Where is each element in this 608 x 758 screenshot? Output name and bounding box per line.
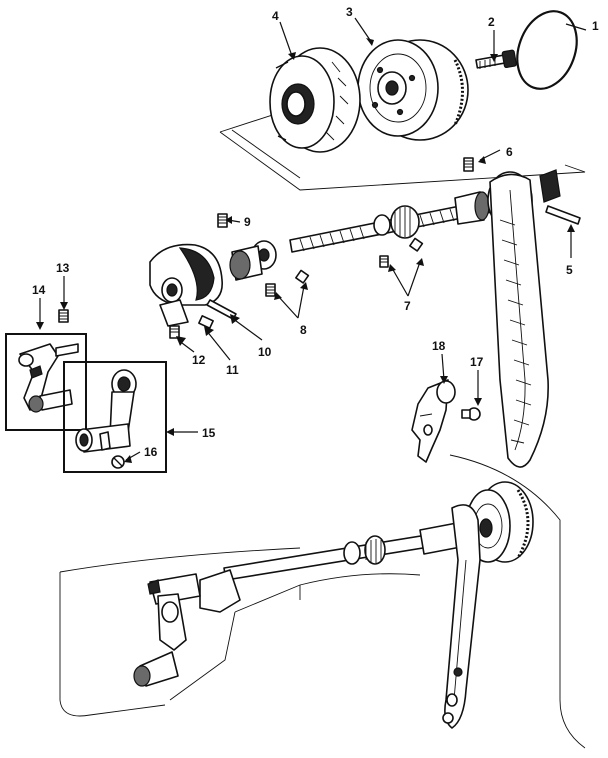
- callout-8: 8: [300, 323, 307, 337]
- callout-4: 4: [272, 9, 279, 23]
- set-screw-11: [198, 315, 214, 329]
- callout-16: 16: [144, 445, 158, 459]
- callout-6: 6: [506, 145, 513, 159]
- callout-17: 17: [470, 355, 484, 369]
- callout-11: 11: [226, 363, 239, 377]
- set-screw-8b: [295, 269, 310, 284]
- upper-main-shaft: [229, 199, 493, 281]
- part-2-screw: [475, 49, 517, 69]
- callout-labels: 1 2 3 4 5 6 7 8 9 10 11 12 13 14 15 16 1…: [32, 5, 599, 459]
- callout-12: 12: [192, 353, 206, 367]
- bushing-collar-7: [373, 205, 420, 239]
- callout-13: 13: [56, 261, 70, 275]
- collar-6: [454, 191, 490, 225]
- callout-1: 1: [592, 19, 599, 33]
- set-screw-8a: [265, 283, 276, 297]
- callout-15: 15: [202, 426, 216, 440]
- set-screw-12: [169, 325, 180, 339]
- machine-body-outline: [59, 454, 586, 749]
- timing-belt: [489, 173, 549, 468]
- part-4-handwheel: [269, 47, 361, 153]
- lower-hook-assembly: [133, 569, 241, 687]
- part-18-bracket: [411, 379, 456, 463]
- callout-10: 10: [258, 345, 272, 359]
- callout-2: 2: [488, 15, 495, 29]
- leader-lines: [36, 17, 587, 463]
- callout-3: 3: [346, 5, 353, 19]
- part-15-box: [63, 361, 167, 473]
- set-screw-7a: [379, 255, 389, 268]
- part-14-box: [5, 333, 87, 431]
- callout-5: 5: [566, 263, 573, 277]
- lower-shaft: [223, 521, 473, 581]
- part-3-pulley: [357, 39, 469, 141]
- screw-17: [461, 407, 481, 421]
- part-1-ring: [516, 10, 578, 90]
- set-screw-6: [463, 157, 474, 172]
- callout-14: 14: [32, 283, 46, 297]
- callout-18: 18: [432, 339, 446, 353]
- set-screw-9: [217, 213, 228, 228]
- left-crank-cam: [149, 243, 223, 327]
- screw-16: [111, 455, 125, 469]
- callout-7: 7: [404, 299, 411, 313]
- set-screw-7b: [409, 237, 424, 252]
- part-5-pin: [545, 205, 581, 225]
- lower-lever-arm: [442, 504, 481, 729]
- callout-9: 9: [244, 215, 251, 229]
- set-screw-13: [58, 309, 69, 323]
